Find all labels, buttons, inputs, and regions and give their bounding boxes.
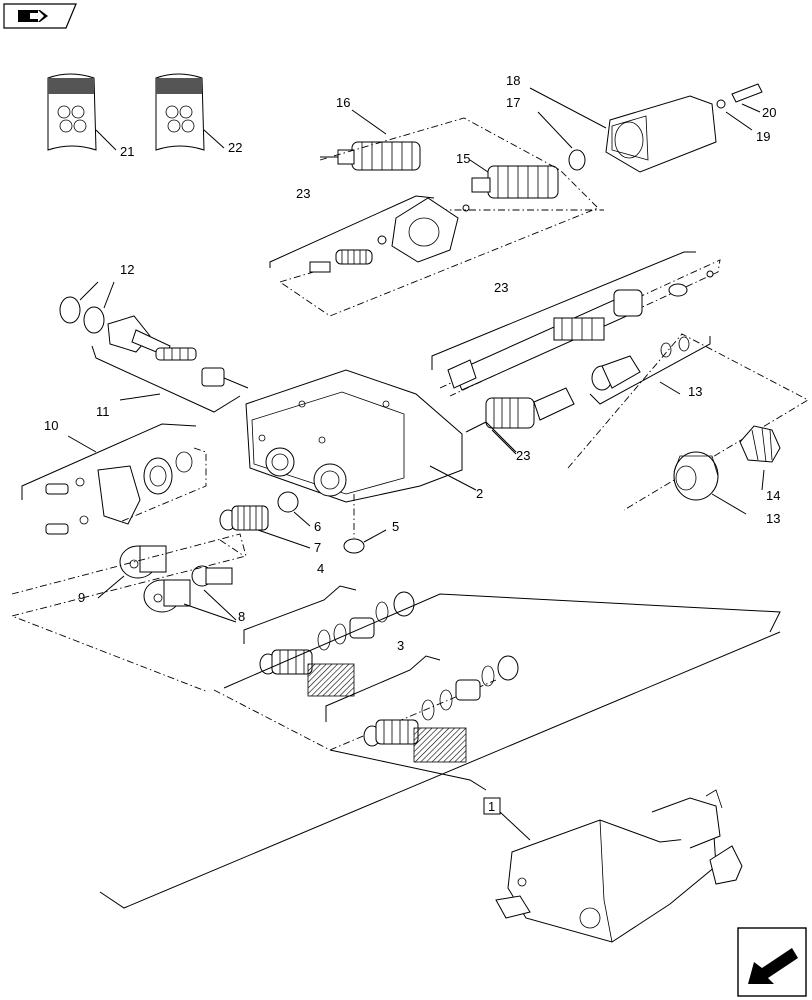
callout-11: 11 bbox=[96, 404, 110, 419]
book-with-arrow-icon[interactable] bbox=[3, 3, 77, 29]
callout-17: 17 bbox=[506, 95, 520, 110]
part-4-spool-kit bbox=[259, 591, 415, 697]
callout-23-lower: 23 bbox=[516, 448, 530, 463]
callout-21: 21 bbox=[120, 144, 134, 159]
callout-9: 9 bbox=[78, 590, 85, 605]
part-10-cover bbox=[45, 451, 193, 535]
callout-16: 16 bbox=[336, 95, 350, 110]
part-11-check-valve bbox=[107, 315, 249, 389]
part-3-spool-kit bbox=[363, 655, 519, 763]
callout-20: 20 bbox=[762, 105, 776, 120]
part-7-spring bbox=[219, 505, 269, 531]
callout-18: 18 bbox=[506, 73, 520, 88]
callout-15: 15 bbox=[456, 151, 470, 166]
part-6-oring bbox=[277, 491, 299, 513]
callout-14: 14 bbox=[766, 488, 780, 503]
part-2-valve-body bbox=[245, 369, 463, 503]
callout-1: 1 bbox=[488, 799, 495, 814]
part-13-cap bbox=[673, 451, 719, 501]
seal-kit-21 bbox=[47, 73, 97, 151]
part-23-spool-rod bbox=[447, 270, 714, 391]
callout-3: 3 bbox=[397, 638, 404, 653]
part-17-washer bbox=[568, 149, 586, 171]
part-1-assembled-valve bbox=[495, 789, 743, 943]
callout-12: 12 bbox=[120, 262, 134, 277]
part-13-adjuster bbox=[591, 336, 690, 391]
part-5-plug bbox=[343, 494, 365, 554]
part-15-spool bbox=[462, 165, 559, 212]
callout-22: 22 bbox=[228, 140, 242, 155]
callout-10: 10 bbox=[44, 418, 58, 433]
part-12-rings bbox=[59, 296, 105, 334]
callout-23-top: 23 bbox=[296, 186, 310, 201]
callout-23-middle: 23 bbox=[494, 280, 508, 295]
navigation-arrow-icon[interactable] bbox=[737, 927, 807, 997]
part-23-flange bbox=[309, 197, 459, 273]
part-14-knob bbox=[739, 425, 781, 463]
callout-5: 5 bbox=[392, 519, 399, 534]
callout-7: 7 bbox=[314, 540, 321, 555]
callout-4: 4 bbox=[317, 561, 324, 576]
callout-6: 6 bbox=[314, 519, 321, 534]
part-18-housing bbox=[605, 95, 717, 173]
callout-13-upper: 13 bbox=[688, 384, 702, 399]
part-16-spool bbox=[320, 141, 421, 171]
callout-19: 19 bbox=[756, 129, 770, 144]
part-23-plunger bbox=[465, 387, 575, 433]
callout-13-lower: 13 bbox=[766, 511, 780, 526]
part-19-20-screw bbox=[716, 83, 763, 109]
part-1-box bbox=[483, 797, 501, 815]
callout-2: 2 bbox=[476, 486, 483, 501]
part-9-plug bbox=[119, 545, 167, 579]
part-8-plugs bbox=[143, 565, 233, 613]
callout-8: 8 bbox=[238, 609, 245, 624]
seal-kit-22 bbox=[155, 73, 205, 151]
